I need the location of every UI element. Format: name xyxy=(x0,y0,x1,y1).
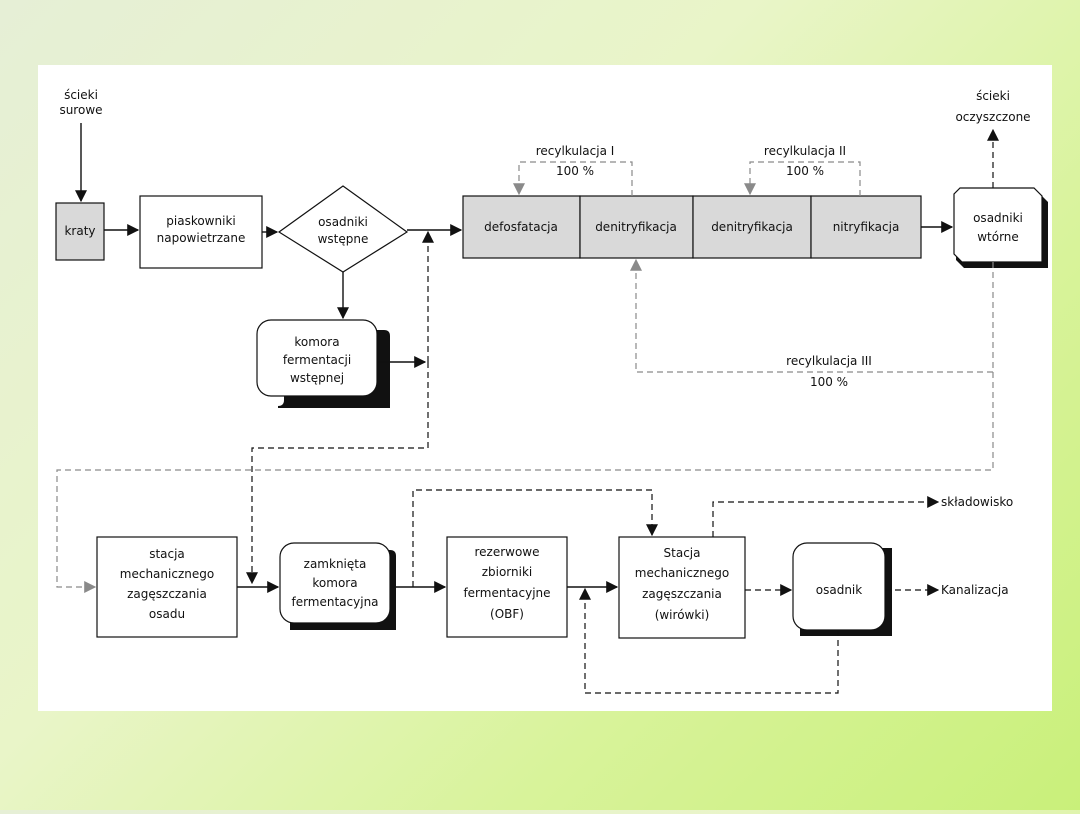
label-recyrkulacja-1: recylkulacja I xyxy=(536,144,615,158)
label-komora-1: komora xyxy=(294,335,339,349)
node-labels: ścieki surowe ścieki oczyszczone kraty p… xyxy=(59,88,1030,622)
input-label-line-2: surowe xyxy=(59,103,102,117)
label-osadnik: osadnik xyxy=(816,583,863,597)
label-obf-1: rezerwowe xyxy=(474,545,539,559)
destination-labels: składowisko Kanalizacja xyxy=(941,495,1013,597)
label-piaskowniki-2: napowietrzane xyxy=(157,231,246,245)
label-obf-4: (OBF) xyxy=(490,607,524,621)
label-komora-2: fermentacji xyxy=(283,353,351,367)
label-wirowki-3: zagęszczania xyxy=(642,587,722,601)
input-label-line-1: ścieki xyxy=(64,88,98,102)
label-skladowisko: składowisko xyxy=(941,495,1013,509)
recirculation-connectors xyxy=(56,161,994,593)
label-osadniki-wstepne-1: osadniki xyxy=(318,215,368,229)
label-recyrkulacja-2: recylkulacja II xyxy=(764,144,846,158)
label-obf-3: fermentacyjne xyxy=(463,586,550,600)
output-label-line-2: oczyszczone xyxy=(955,110,1030,124)
label-defosfatacja: defosfatacja xyxy=(484,220,558,234)
label-stacja-osadu-1: stacja xyxy=(149,547,185,561)
label-nitryfikacja: nitryfikacja xyxy=(833,220,900,234)
label-recyrkulacja-3-pct: 100 % xyxy=(810,375,848,389)
label-zamknieta-2: komora xyxy=(312,576,357,590)
label-wirowki-2: mechanicznego xyxy=(635,566,729,580)
label-komora-3: wstępnej xyxy=(290,371,344,385)
label-osadniki-wtorne-1: osadniki xyxy=(973,211,1023,225)
node-stacja-wirowki xyxy=(618,536,746,639)
node-denitryfikacja-1 xyxy=(579,195,694,259)
label-stacja-osadu-4: osadu xyxy=(149,607,185,621)
label-recyrkulacja-3: recylkulacja III xyxy=(786,354,872,368)
label-piaskowniki-1: piaskowniki xyxy=(166,214,235,228)
label-obf-2: zbiorniki xyxy=(482,565,533,579)
node-nitryfikacja xyxy=(810,195,922,259)
label-wirowki-4: (wirówki) xyxy=(655,608,710,622)
sludge-return-connectors xyxy=(246,230,434,585)
label-kanalizacja: Kanalizacja xyxy=(941,583,1009,597)
node-denitryfikacja-2 xyxy=(692,195,812,259)
label-osadniki-wtorne-2: wtórne xyxy=(977,230,1019,244)
solid-connectors xyxy=(75,123,954,593)
label-stacja-osadu-3: zagęszczania xyxy=(127,587,207,601)
node-kraty xyxy=(55,202,105,261)
node-osadnik xyxy=(792,542,886,631)
label-zamknieta-3: fermentacyjna xyxy=(291,595,378,609)
node-defosfatacja xyxy=(462,195,581,259)
label-recyrkulacja-1-pct: 100 % xyxy=(556,164,594,178)
node-zamknieta-komora xyxy=(279,542,391,624)
label-recyrkulacja-2-pct: 100 % xyxy=(786,164,824,178)
node-komora-fermentacji xyxy=(256,319,378,397)
label-kraty: kraty xyxy=(64,224,95,238)
label-denitryfikacja-2: denitryfikacja xyxy=(711,220,793,234)
label-stacja-osadu-2: mechanicznego xyxy=(120,567,214,581)
node-stacja-zageszczania-osadu xyxy=(96,536,238,638)
label-wirowki-1: Stacja xyxy=(664,546,701,560)
node-osadniki-wtorne xyxy=(953,187,1043,263)
dashed-connectors xyxy=(412,128,999,694)
label-osadniki-wstepne-2: wstępne xyxy=(318,232,369,246)
output-label-line-1: ścieki xyxy=(976,89,1010,103)
label-zamknieta-1: zamknięta xyxy=(304,557,367,571)
label-denitryfikacja-1: denitryfikacja xyxy=(595,220,677,234)
node-zbiorniki-obf xyxy=(446,536,568,638)
